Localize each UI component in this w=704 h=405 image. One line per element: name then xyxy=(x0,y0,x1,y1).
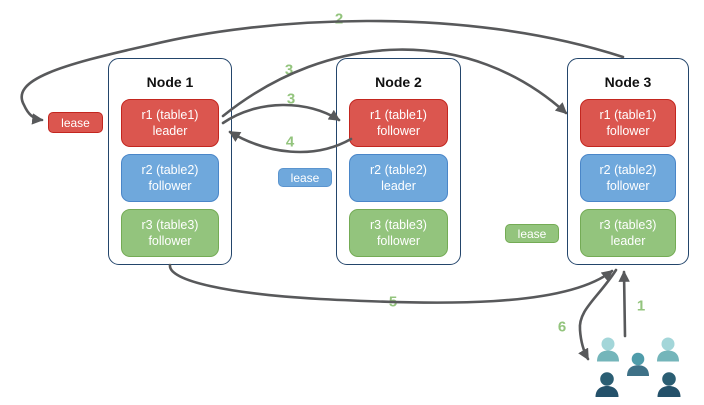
step-label-3b: 3 xyxy=(286,90,296,108)
replica-name: r1 (table1) xyxy=(599,107,657,122)
node-1: Node 1 r1 (table1) leader r2 (table2) fo… xyxy=(108,58,232,265)
node-2: Node 2 r1 (table1) follower r2 (table2) … xyxy=(336,58,461,265)
node-3-title: Node 3 xyxy=(604,74,652,90)
replica-role: leader xyxy=(610,234,646,248)
node2-replica-r2: r2 (table2) leader xyxy=(349,154,448,202)
arrow-step-6 xyxy=(578,268,618,361)
replica-role: follower xyxy=(606,179,650,193)
step-label-5: 5 xyxy=(388,293,398,311)
replica-role: follower xyxy=(376,124,421,138)
replica-name: r2 (table2) xyxy=(141,162,199,177)
node3-replica-r2: r2 (table2) follower xyxy=(580,154,676,202)
step-label-4: 4 xyxy=(285,133,295,151)
replica-name: r2 (table2) xyxy=(599,162,657,177)
replica-name: r3 (table3) xyxy=(370,217,427,232)
replica-name: r2 (table2) xyxy=(370,162,427,177)
lease-badge-blue: lease xyxy=(278,168,332,187)
step-label-2: 2 xyxy=(334,10,344,28)
node2-replica-r3: r3 (table3) follower xyxy=(349,209,448,257)
node3-replica-r3: r3 (table3) leader xyxy=(580,209,676,257)
node1-replica-r1: r1 (table1) leader xyxy=(121,99,219,147)
lease-badge-red: lease xyxy=(48,112,103,133)
users-group-icon xyxy=(595,337,681,397)
node-1-title: Node 1 xyxy=(146,74,194,90)
arrow-step-1 xyxy=(618,270,630,338)
replica-role: leader xyxy=(381,179,416,193)
node3-replica-r1: r1 (table1) follower xyxy=(580,99,676,147)
arrow-step-3-to-node2 xyxy=(221,103,341,125)
step-label-1: 1 xyxy=(636,297,646,315)
replica-role: follower xyxy=(376,234,421,248)
node2-replica-r1: r1 (table1) follower xyxy=(349,99,448,147)
replica-role: leader xyxy=(152,124,188,138)
replica-name: r1 (table1) xyxy=(141,107,199,122)
replica-role: follower xyxy=(148,179,192,193)
replica-name: r3 (table3) xyxy=(141,217,199,232)
lease-badge-green: lease xyxy=(505,224,559,243)
node1-replica-r2: r2 (table2) follower xyxy=(121,154,219,202)
node1-replica-r3: r3 (table3) follower xyxy=(121,209,219,257)
step-label-3a: 3 xyxy=(284,61,294,79)
node-3: Node 3 r1 (table1) follower r2 (table2) … xyxy=(567,58,689,265)
node-2-title: Node 2 xyxy=(375,74,422,90)
replica-name: r1 (table1) xyxy=(370,107,427,122)
replica-role: follower xyxy=(148,234,192,248)
replica-name: r3 (table3) xyxy=(599,217,657,232)
replica-role: follower xyxy=(606,124,650,138)
step-label-6: 6 xyxy=(557,318,567,336)
